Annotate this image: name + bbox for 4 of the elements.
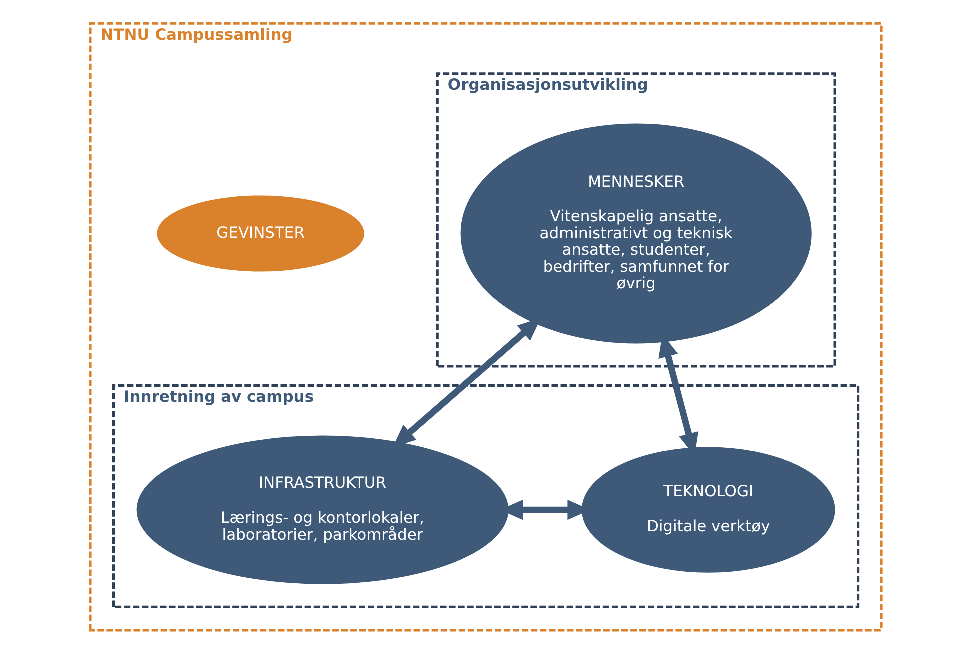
node-ellipse: MENNESKER Vitenskapelig ansatte, administrativt og teknisk ansatte, studenter, bedrifter, samfunnet for øvrig: [460, 124, 812, 344]
node-ellipse: INFRASTRUKTUR Lærings- og kontorlokaler, laboratorier, parkområder: [136, 436, 509, 584]
node-ellipse: GEVINSTER: [157, 196, 364, 272]
node-ellipse: TEKNOLOGI Digitale verktøy: [582, 447, 836, 573]
